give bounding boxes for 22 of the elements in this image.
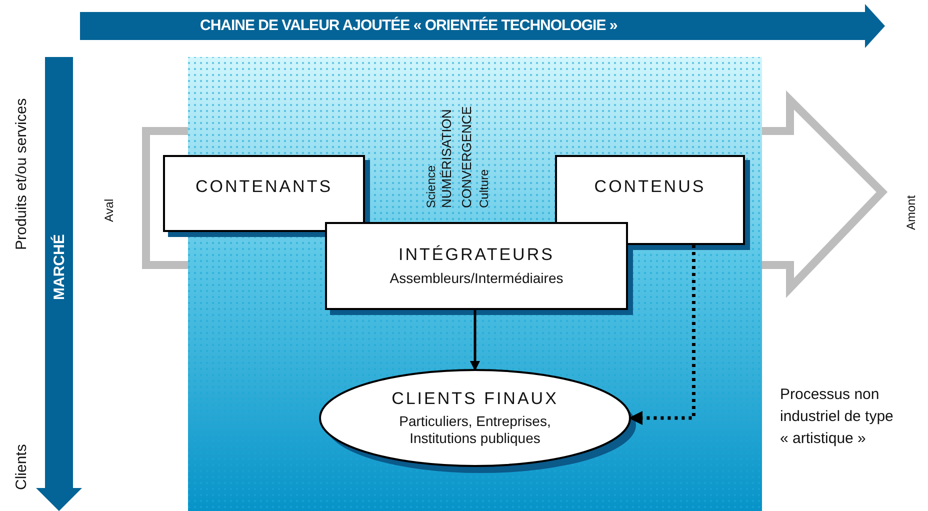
actor-box [163,155,365,232]
title: CHAINE DE VALEUR AJOUTÉE « ORIENTÉE TECHNOLOGIE » [200,18,618,33]
actor-box [555,155,745,245]
actor-box [325,222,628,310]
node-title: CONTENANTS [195,177,333,198]
theme-label: Culture [478,169,490,208]
arrow-label: MARCHÉ [52,234,67,300]
node-title: CONTENUS [594,177,706,198]
node-title: CLIENTS FINAUX [392,389,558,410]
arrow [628,245,696,425]
node-title: INTÉGRATEURS [398,245,554,266]
node-subtitle: Assembleurs/Intermédiaires [390,270,564,287]
node-subtitle: Particuliers, Entreprises, Institutions publiques [398,413,552,447]
axis-label: Clients [14,444,29,490]
direction-label: Amont [905,195,917,230]
direction-label: Aval [103,198,115,222]
theme-label: NUMÉRISATION [440,109,453,208]
note-text: Processus non industriel de type « artistique » [780,385,894,448]
theme-label: CONVERGENCE [460,106,473,208]
arrow [470,310,480,371]
theme-label: Science [425,165,437,208]
axis-label: Produits et/ou services [14,98,29,250]
